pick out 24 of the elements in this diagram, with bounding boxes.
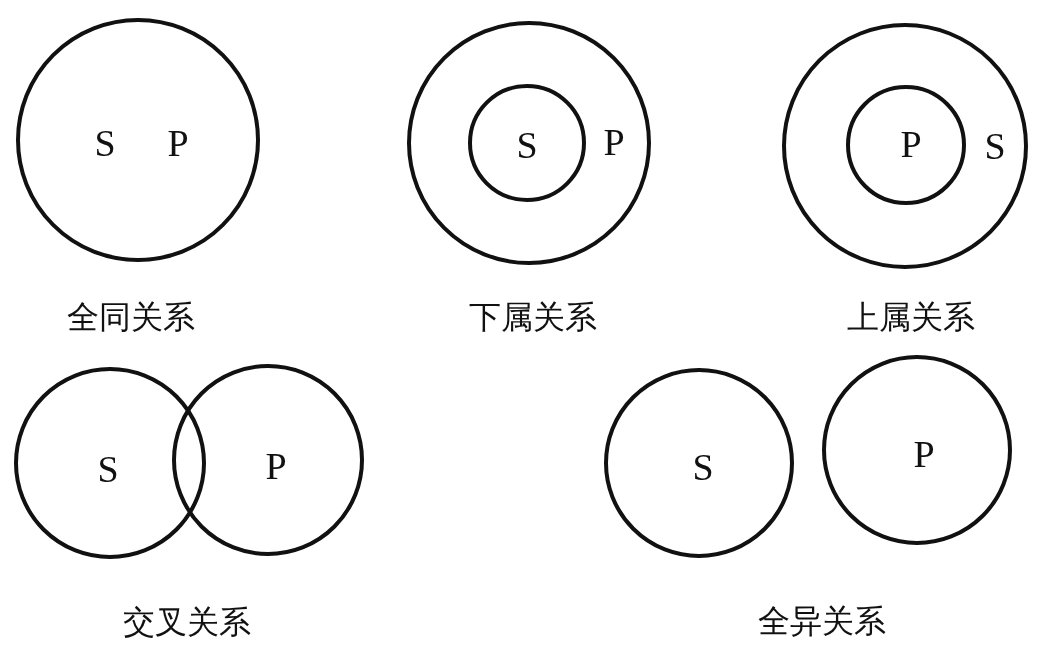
circle [14, 367, 206, 559]
set-letter: P [265, 447, 287, 485]
set-letter: S [94, 124, 116, 162]
caption: 上属关系 [847, 300, 975, 336]
caption: 全异关系 [758, 604, 886, 640]
circle [782, 23, 1028, 269]
set-letter: P [913, 435, 935, 473]
set-letter: S [692, 448, 714, 486]
set-letter: P [167, 124, 189, 162]
circle [846, 85, 966, 205]
circle [16, 18, 260, 262]
circle [172, 364, 364, 556]
circle [407, 21, 651, 265]
caption: 交叉关系 [123, 605, 251, 641]
set-letter: S [97, 450, 119, 488]
set-letter: P [603, 123, 625, 161]
caption: 全同关系 [67, 300, 195, 336]
circle [604, 368, 794, 558]
circle [468, 84, 586, 202]
set-letter: S [984, 127, 1006, 165]
set-letter: S [516, 126, 538, 164]
set-letter: P [900, 125, 922, 163]
circle [822, 355, 1012, 545]
caption: 下属关系 [469, 300, 597, 336]
